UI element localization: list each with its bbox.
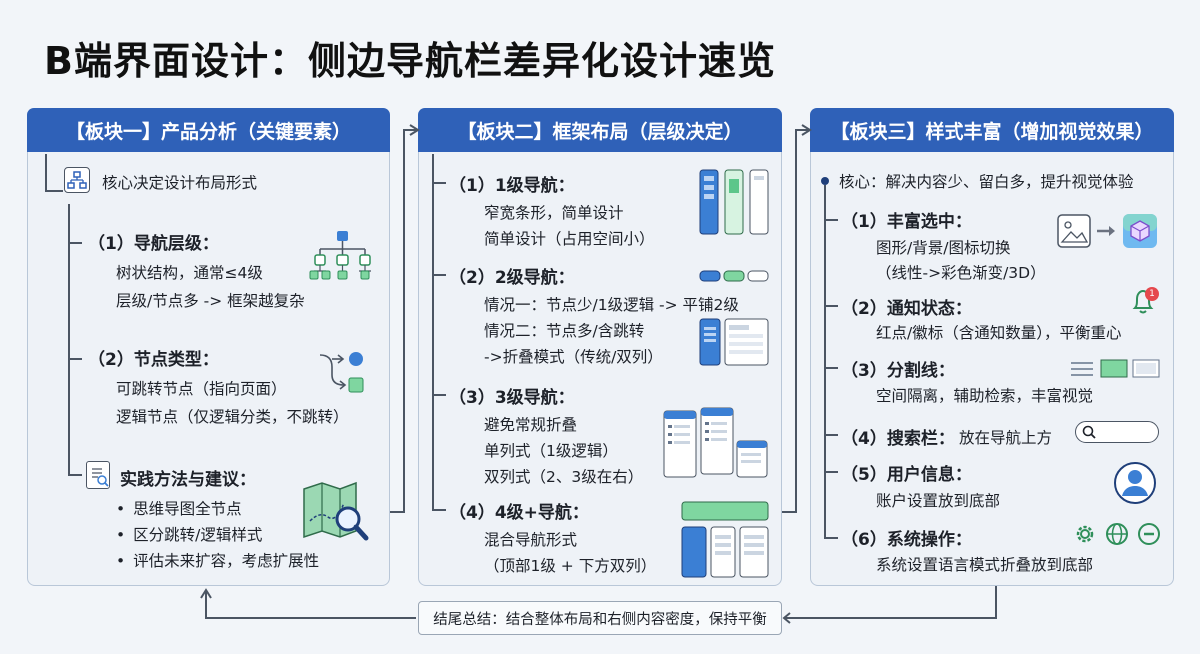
tree-line — [824, 305, 838, 307]
core-text: 核心：解决内容少、留白多，提升视觉体验 — [839, 173, 1134, 191]
tree-structure-icon — [309, 231, 371, 280]
nav-level4-line1: 混合导航形式 — [484, 531, 578, 549]
search-icon — [1082, 425, 1096, 439]
section-node-type-line1: 可跳转节点（指向页面） — [116, 380, 287, 398]
nav-level3-line3: 双列式（2、3级在右） — [484, 468, 644, 486]
level4-nav-illustration — [681, 501, 769, 578]
globe-icon — [1106, 523, 1128, 545]
tree-line — [432, 394, 446, 396]
divider-styles-illustration — [1071, 359, 1160, 378]
tree-line — [432, 154, 434, 509]
tree-line — [68, 474, 82, 476]
nav-level4-line2: （顶部1级 + 下方双列） — [484, 557, 657, 575]
nav-level3-line2: 单列式（1级逻辑） — [484, 442, 618, 460]
nav-level1-title: （1）1级导航： — [449, 176, 575, 196]
tree-line — [824, 471, 838, 473]
core-dot — [821, 177, 829, 185]
tree-line — [824, 185, 826, 537]
user-info-title: （5）用户信息： — [841, 465, 972, 485]
tree-line — [824, 367, 838, 369]
section-nav-level-line2: 层级/节点多 -> 框架越复杂 — [116, 292, 305, 310]
style-selection-title: （1）丰富选中： — [841, 212, 972, 232]
sitemap-icon — [64, 167, 90, 193]
notification-badge: 1 — [1145, 287, 1159, 301]
tree-line — [824, 219, 838, 221]
map-magnifier-icon — [303, 481, 369, 541]
bell-icon — [1132, 289, 1154, 314]
avatar — [1114, 462, 1156, 504]
nav-level1-line2: 简单设计（占用空间小） — [484, 230, 655, 248]
panel-product-analysis: 【板块一】产品分析（关键要素） 核心决定设计布局形式 （1）导航层级： 树状结构… — [27, 108, 390, 586]
tree-line — [432, 182, 446, 184]
practice-item: 思维导图全节点 — [116, 497, 242, 519]
collapse-icon — [1138, 523, 1160, 545]
panel-header: 【板块二】框架布局（层级决定） — [418, 108, 782, 152]
tree-line — [432, 274, 446, 276]
section-node-type-title: （2）节点类型： — [88, 350, 219, 370]
style-selection-line1: 图形/背景/图标切换 — [876, 239, 1011, 257]
page-title: B端界面设计：侧边导航栏差异化设计速览 — [44, 39, 776, 83]
section-node-type-line2: 逻辑节点（仅逻辑分类，不跳转） — [116, 408, 349, 426]
system-ops-title: （6）系统操作： — [841, 530, 972, 550]
tree-line — [68, 358, 82, 360]
notification-status-title: （2）通知状态： — [841, 299, 972, 319]
style-selection-line2: （线性->彩色渐变/3D） — [876, 264, 1046, 282]
divider-title: （3）分割线： — [841, 361, 955, 381]
gear-icon — [1076, 525, 1094, 543]
panel-style-enrichment: 【板块三】样式丰富（增加视觉效果） 核心：解决内容少、留白多，提升视觉体验 （1… — [810, 108, 1174, 586]
tree-line — [45, 190, 63, 192]
tree-line — [68, 242, 82, 244]
nav-level2-line2: 情况二：节点多/含跳转 — [484, 322, 645, 340]
nav-level3-line1: 避免常规折叠 — [484, 416, 578, 434]
level1-nav-illustration — [699, 169, 769, 235]
system-ops-line1: 系统设置语言模式折叠放到底部 — [876, 556, 1094, 574]
level2-nav-illustration — [699, 270, 769, 366]
panel-header: 【板块一】产品分析（关键要素） — [27, 108, 390, 152]
tree-line — [45, 154, 47, 192]
nav-level4-title: （4）4级+导航： — [449, 503, 589, 523]
panel-framework-layout: 【板块二】框架布局（层级决定） （1）1级导航： 窄宽条形，简单设计 简单设计（… — [418, 108, 782, 586]
notification-status-line1: 红点/徽标（含通知数量），平衡重心 — [876, 324, 1122, 342]
node-branch-icon — [319, 352, 364, 393]
tree-line — [68, 204, 70, 474]
core-text: 核心决定设计布局形式 — [102, 174, 258, 192]
section-nav-level-title: （1）导航层级： — [88, 234, 219, 254]
nav-level2-title: （2）2级导航： — [449, 268, 575, 288]
level3-nav-illustration — [663, 407, 768, 478]
divider-line1: 空间隔离，辅助检索，丰富视觉 — [876, 387, 1094, 405]
tree-line — [824, 434, 838, 436]
search-bar-title: （4）搜索栏： — [841, 429, 955, 449]
nav-level1-line1: 窄宽条形，简单设计 — [484, 204, 624, 222]
section-practice-title: 实践方法与建议： — [120, 470, 256, 490]
search-input — [1075, 421, 1159, 443]
practice-item: 评估未来扩容，考虑扩展性 — [116, 549, 319, 571]
tree-line — [432, 509, 446, 511]
search-bar-line1: 放在导航上方 — [959, 429, 1053, 447]
section-nav-level-line1: 树状结构，通常≤4级 — [116, 264, 263, 282]
tree-line — [824, 537, 838, 539]
user-info-line1: 账户设置放到底部 — [876, 492, 1001, 510]
icon-switch-illustration — [1057, 214, 1157, 248]
practice-item: 区分跳转/逻辑样式 — [116, 523, 262, 545]
summary-footer: 结尾总结：结合整体布局和右侧内容密度，保持平衡 — [418, 601, 782, 635]
nav-level3-title: （3）3级导航： — [449, 388, 575, 408]
document-search-icon — [86, 461, 110, 489]
panel-header: 【板块三】样式丰富（增加视觉效果） — [810, 108, 1174, 152]
nav-level2-line1: 情况一：节点少/1级逻辑 -> 平铺2级 — [484, 296, 739, 314]
nav-level2-line3: ->折叠模式（传统/双列） — [484, 348, 663, 366]
